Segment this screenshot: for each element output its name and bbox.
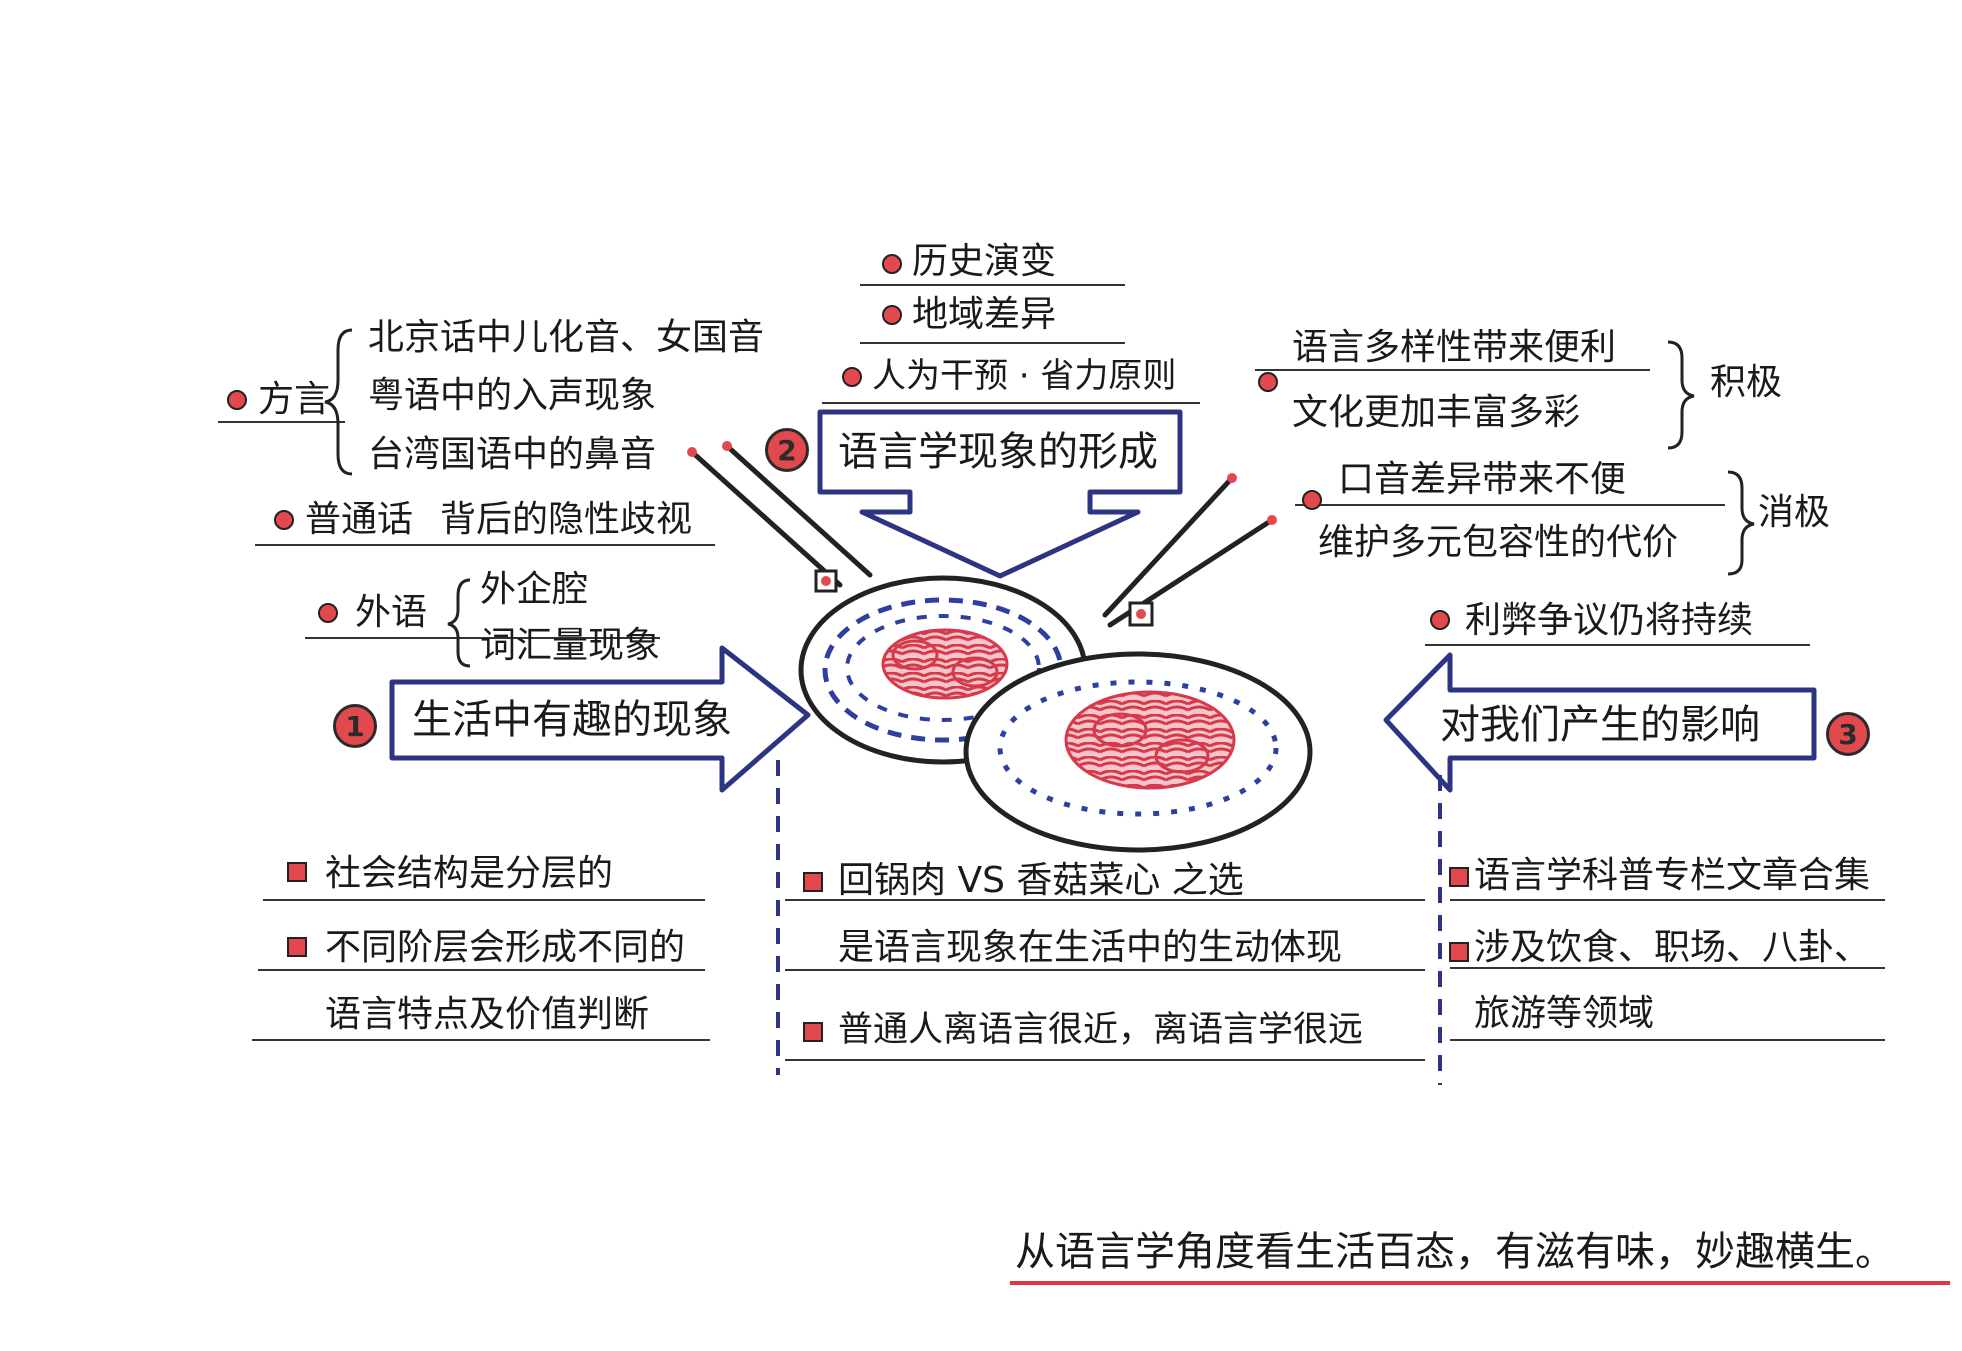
dialect-item-taiwan: 台湾国语中的鼻音: [368, 434, 657, 475]
positive-item-culture: 文化更加丰富多彩: [1292, 392, 1581, 433]
center-source-region: 地域差异: [912, 294, 1057, 335]
dialect-item-cantonese: 粤语中的入声现象: [368, 375, 657, 416]
debate-text: 利弊争议仍将持续: [1465, 600, 1754, 641]
negative-item-cost: 维护多元包容性的代价: [1318, 522, 1679, 563]
right-note-1: 语言学科普专栏文章合集: [1474, 855, 1871, 896]
positive-item-convenience: 语言多样性带来便利: [1292, 327, 1617, 368]
braces: [324, 328, 1755, 668]
underlines: [218, 284, 1885, 1061]
center-down-arrow: [817, 409, 1183, 579]
section-dividers: [776, 760, 1442, 1085]
left-note-3: 语言特点及价值判断: [325, 994, 650, 1035]
middle-note-1: 回锅肉 VS 香菇菜心 之选: [838, 860, 1244, 901]
middle-note-3: 普通人离语言很近，离语言学很远: [838, 1010, 1364, 1050]
left-title: 生活中有趣的现象: [412, 697, 732, 743]
right-note-3: 旅游等领域: [1474, 993, 1655, 1034]
left-number-badge: 1: [333, 704, 377, 748]
foreign-item-accent: 外企腔: [480, 569, 589, 610]
right-left-arrow: [1383, 652, 1817, 793]
round-bullets: [227, 254, 1450, 630]
center-number-badge: 2: [765, 428, 809, 472]
center-title: 语言学现象的形成: [838, 429, 1158, 475]
center-source-intervention: 人为干预 · 省力原则: [872, 356, 1177, 396]
dialect-label: 方言: [258, 379, 331, 420]
left-right-arrow: [389, 645, 811, 793]
foreign-label: 外语: [355, 592, 428, 633]
right-title: 对我们产生的影响: [1440, 702, 1760, 748]
plate-meat: [963, 651, 1313, 853]
foreign-item-vocab: 词汇量现象: [480, 625, 661, 666]
negative-label: 消极: [1758, 492, 1831, 533]
square-bullets: [287, 862, 1469, 1042]
dialect-item-beijing: 北京话中儿化音、女国音: [368, 317, 765, 358]
center-source-history: 历史演变: [912, 241, 1057, 282]
mandarin-note: 背后的隐性歧视: [440, 499, 693, 540]
left-note-2: 不同阶层会形成不同的: [325, 927, 686, 968]
left-note-1: 社会结构是分层的: [325, 853, 614, 894]
positive-label: 积极: [1710, 362, 1783, 403]
chopsticks-left: [689, 443, 873, 588]
mandarin-label: 普通话: [305, 499, 414, 540]
right-note-2: 涉及饮食、职场、八卦、: [1474, 927, 1871, 968]
middle-note-2: 是语言现象在生活中的生动体现: [838, 927, 1343, 968]
negative-item-accent: 口音差异带来不便: [1338, 459, 1627, 500]
footer-slogan: 从语言学角度看生活百态，有滋有味，妙趣横生。: [1015, 1229, 1895, 1275]
right-number-badge: 3: [1826, 712, 1870, 756]
